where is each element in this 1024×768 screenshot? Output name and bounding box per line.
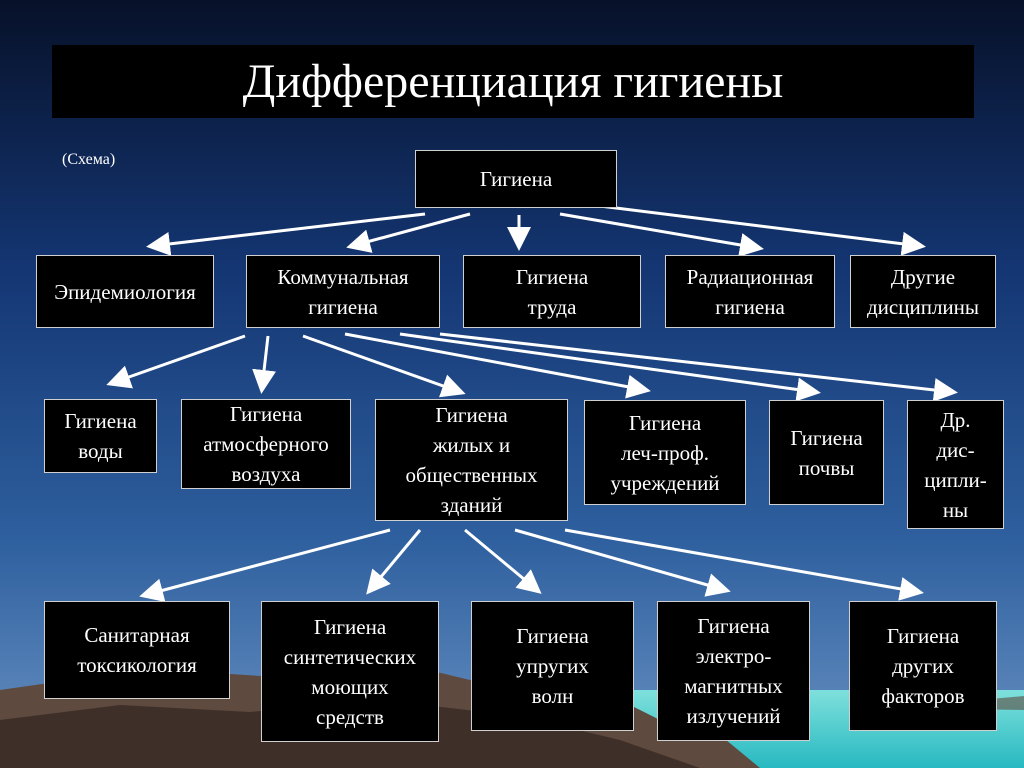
arrow-communal-other bbox=[440, 334, 952, 392]
node-other-factors-hygiene-label: Гигиена других факторов bbox=[881, 621, 964, 711]
node-soil-hygiene: Гигиена почвы bbox=[769, 400, 884, 505]
node-communal-hygiene: Коммунальная гигиена bbox=[246, 255, 440, 328]
arrow-root-radiation bbox=[560, 214, 758, 248]
node-air-hygiene: Гигиена атмосферного воздуха bbox=[181, 399, 351, 489]
node-sanitary-toxicology-label: Санитарная токсикология bbox=[77, 620, 197, 680]
node-labor-hygiene: Гигиена труда bbox=[463, 255, 641, 328]
node-other-subdisciplines-label: Др. дис- ципли- ны bbox=[924, 405, 986, 525]
node-elastic-waves-hygiene: Гигиена упругих волн bbox=[471, 601, 634, 731]
arrow-communal-water bbox=[112, 336, 245, 383]
node-radiation-hygiene: Радиационная гигиена bbox=[665, 255, 835, 328]
node-soil-hygiene-label: Гигиена почвы bbox=[790, 423, 862, 483]
node-sanitary-toxicology: Санитарная токсикология bbox=[44, 601, 230, 699]
node-air-hygiene-label: Гигиена атмосферного воздуха bbox=[203, 399, 329, 489]
node-radiation-hygiene-label: Радиационная гигиена bbox=[687, 262, 814, 322]
node-water-hygiene: Гигиена воды bbox=[44, 399, 157, 473]
node-other-factors-hygiene: Гигиена других факторов bbox=[849, 601, 997, 731]
node-epidemiology-label: Эпидемиология bbox=[54, 277, 196, 307]
node-other-subdisciplines: Др. дис- ципли- ны bbox=[907, 400, 1004, 529]
node-communal-hygiene-label: Коммунальная гигиена bbox=[277, 262, 408, 322]
node-elastic-waves-hygiene-label: Гигиена упругих волн bbox=[516, 621, 589, 711]
node-root-label: Гигиена bbox=[480, 164, 552, 194]
node-detergents-hygiene: Гигиена синтетических моющих средств bbox=[261, 601, 439, 742]
node-medical-institutions-hygiene-label: Гигиена леч-проф. учреждений bbox=[610, 408, 719, 498]
arrow-root-other bbox=[600, 206, 920, 246]
arrow-root-epidemiology bbox=[152, 214, 425, 246]
arrow-housing-detergents bbox=[370, 530, 420, 590]
node-water-hygiene-label: Гигиена воды bbox=[64, 406, 136, 466]
arrow-communal-air bbox=[262, 336, 268, 388]
node-epidemiology: Эпидемиология bbox=[36, 255, 214, 328]
node-other-disciplines-label: Другие дисциплины bbox=[867, 262, 979, 322]
arrow-communal-housing bbox=[303, 336, 460, 392]
arrow-root-communal bbox=[352, 214, 470, 246]
node-em-radiation-hygiene-label: Гигиена электро- магнитных излучений bbox=[684, 611, 783, 731]
node-em-radiation-hygiene: Гигиена электро- магнитных излучений bbox=[657, 601, 810, 741]
node-root-hygiene: Гигиена bbox=[415, 150, 617, 208]
node-medical-institutions-hygiene: Гигиена леч-проф. учреждений bbox=[584, 400, 746, 505]
arrow-housing-factors bbox=[565, 530, 918, 592]
node-housing-hygiene-label: Гигиена жилых и общественных зданий bbox=[406, 400, 538, 520]
arrow-housing-waves bbox=[465, 530, 537, 590]
node-detergents-hygiene-label: Гигиена синтетических моющих средств bbox=[284, 612, 416, 732]
node-labor-hygiene-label: Гигиена труда bbox=[516, 262, 588, 322]
arrow-housing-toxicology bbox=[145, 530, 390, 595]
node-other-disciplines: Другие дисциплины bbox=[850, 255, 996, 328]
node-housing-hygiene: Гигиена жилых и общественных зданий bbox=[375, 399, 568, 521]
